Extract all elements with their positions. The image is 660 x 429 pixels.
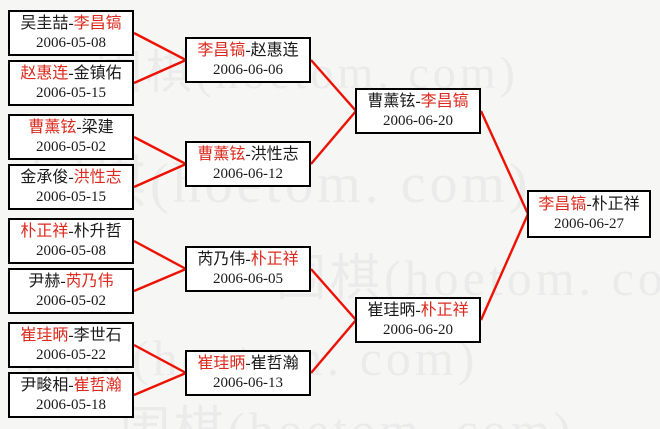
match-box: 曹薰铉-洪性志 2006-06-12 <box>185 141 311 187</box>
dash: - <box>68 327 74 344</box>
player-right: 赵惠连 <box>250 42 299 59</box>
match-players: 李昌镐-赵惠连 <box>187 41 309 61</box>
match-box: 曹薰铉-李昌镐 2006-06-20 <box>355 88 481 134</box>
dash: - <box>68 169 74 186</box>
player-left: 曹薰铉 <box>367 93 416 110</box>
match-box: 金承俊-洪性志 2006-05-15 <box>8 164 134 210</box>
player-left: 李昌镐 <box>197 42 246 59</box>
match-players: 崔珪昞-朴正祥 <box>357 301 479 321</box>
match-box: 崔珪昞-崔哲瀚 2006-06-13 <box>185 350 311 396</box>
match-box: 赵惠连-金镇佑 2006-05-15 <box>8 60 134 106</box>
match-players: 尹畯相-崔哲瀚 <box>10 376 132 396</box>
match-players: 朴正祥-朴升哲 <box>10 222 132 242</box>
match-players: 尹赫-芮乃伟 <box>10 272 132 292</box>
player-right: 朴升哲 <box>73 223 122 240</box>
match-date: 2006-05-02 <box>36 293 106 309</box>
player-right: 李昌镐 <box>73 15 122 32</box>
connector-line <box>133 239 189 293</box>
match-box: 朴正祥-朴升哲 2006-05-08 <box>8 218 134 264</box>
player-left: 尹赫 <box>28 273 61 290</box>
match-date: 2006-05-02 <box>36 139 106 155</box>
match-box: 李昌镐-赵惠连 2006-06-06 <box>185 37 311 83</box>
dash: - <box>68 65 74 82</box>
player-left: 崔珪昞 <box>20 327 69 344</box>
watermark-text: 围棋(hoetom. com) <box>276 250 660 306</box>
dash: - <box>415 93 421 110</box>
connector-line <box>479 110 530 321</box>
dash: - <box>245 355 251 372</box>
watermark-text: 围棋(hoetom. com) <box>120 390 574 429</box>
player-left: 赵惠连 <box>20 65 69 82</box>
match-players: 金承俊-洪性志 <box>10 168 132 188</box>
connector-line <box>133 135 189 189</box>
match-players: 赵惠连-金镇佑 <box>10 64 132 84</box>
connector-line <box>310 59 358 165</box>
match-box: 崔珪昞-朴正祥 2006-06-20 <box>355 297 481 343</box>
dash: - <box>76 119 82 136</box>
dash: - <box>68 377 74 394</box>
match-date: 2006-06-05 <box>213 271 283 287</box>
player-left: 吴圭喆 <box>20 15 69 32</box>
dash: - <box>68 223 74 240</box>
dash: - <box>415 302 421 319</box>
player-left: 芮乃伟 <box>197 251 246 268</box>
player-left: 崔珪昞 <box>197 355 246 372</box>
player-right: 梁建 <box>81 119 114 136</box>
player-right: 芮乃伟 <box>65 273 114 290</box>
player-right: 朴正祥 <box>420 302 469 319</box>
player-left: 朴正祥 <box>20 223 69 240</box>
match-box: 吴圭喆-李昌镐 2006-05-08 <box>8 10 134 56</box>
match-players: 曹薰铉-洪性志 <box>187 145 309 165</box>
player-left: 尹畯相 <box>20 377 69 394</box>
match-players: 曹薰铉-梁建 <box>10 118 132 138</box>
player-right: 洪性志 <box>73 169 122 186</box>
match-box: 尹畯相-崔哲瀚 2006-05-18 <box>8 372 134 418</box>
match-date: 2006-06-20 <box>383 322 453 338</box>
match-date: 2006-05-22 <box>36 347 106 363</box>
match-date: 2006-06-12 <box>213 166 283 182</box>
match-date: 2006-05-18 <box>36 397 106 413</box>
dash: - <box>68 15 74 32</box>
player-left: 金承俊 <box>20 169 69 186</box>
match-date: 2006-06-06 <box>213 62 283 78</box>
connector-line <box>133 31 189 85</box>
match-players: 曹薰铉-李昌镐 <box>357 92 479 112</box>
match-box-final: 李昌镐-朴正祥 2006-06-27 <box>527 190 651 238</box>
player-left: 崔珪昞 <box>367 302 416 319</box>
connector-line <box>133 343 189 397</box>
match-players: 芮乃伟-朴正祥 <box>187 250 309 270</box>
match-players: 崔珪昞-崔哲瀚 <box>187 354 309 374</box>
player-right: 朴正祥 <box>591 196 640 213</box>
match-box: 崔珪昞-李世石 2006-05-22 <box>8 322 134 368</box>
match-date: 2006-06-13 <box>213 375 283 391</box>
match-date: 2006-05-15 <box>36 189 106 205</box>
connector-line <box>310 268 358 374</box>
dash: - <box>245 251 251 268</box>
match-box: 芮乃伟-朴正祥 2006-06-05 <box>185 246 311 292</box>
match-players: 吴圭喆-李昌镐 <box>10 14 132 34</box>
match-date: 2006-05-08 <box>36 35 106 51</box>
dash: - <box>245 42 251 59</box>
match-date: 2006-06-27 <box>554 216 624 232</box>
match-box: 尹赫-芮乃伟 2006-05-02 <box>8 268 134 314</box>
match-box: 曹薰铉-梁建 2006-05-02 <box>8 114 134 160</box>
match-date: 2006-05-08 <box>36 243 106 259</box>
dash: - <box>60 273 66 290</box>
player-right: 洪性志 <box>250 146 299 163</box>
player-right: 崔哲瀚 <box>73 377 122 394</box>
player-left: 李昌镐 <box>538 196 587 213</box>
player-right: 李昌镐 <box>420 93 469 110</box>
match-date: 2006-05-15 <box>36 85 106 101</box>
match-date: 2006-06-20 <box>383 113 453 129</box>
player-right: 金镇佑 <box>73 65 122 82</box>
dash: - <box>245 146 251 163</box>
player-left: 曹薰铉 <box>28 119 77 136</box>
player-left: 曹薰铉 <box>197 146 246 163</box>
player-right: 朴正祥 <box>250 251 299 268</box>
player-right: 李世石 <box>73 327 122 344</box>
player-right: 崔哲瀚 <box>250 355 299 372</box>
dash: - <box>586 196 592 213</box>
match-players: 崔珪昞-李世石 <box>10 326 132 346</box>
match-players: 李昌镐-朴正祥 <box>529 195 649 215</box>
